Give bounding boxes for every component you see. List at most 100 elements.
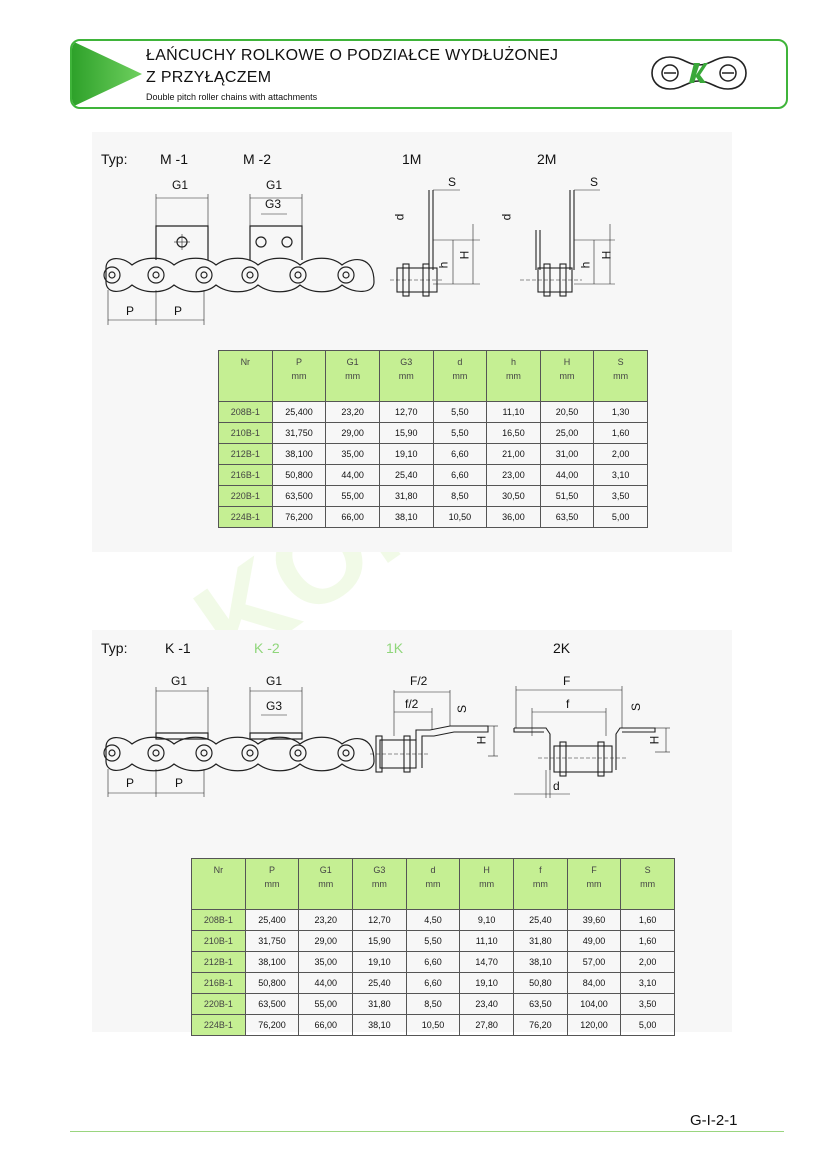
table-cell: 6,60 [405, 972, 461, 994]
table-cell: 38,10 [378, 506, 434, 528]
table-cell: 63,50 [539, 506, 595, 528]
cell-nr: 224B-1 [191, 1014, 246, 1036]
table-cell: 55,00 [325, 485, 380, 507]
table-cell: 15,90 [378, 422, 434, 444]
table-cell: 63,500 [244, 993, 300, 1015]
table-row: 216B-1 50,800 44,00 25,40 6,60 19,10 50,… [191, 972, 675, 994]
dim-s-2m: S [590, 175, 599, 189]
col-unit: mm [291, 371, 307, 381]
table-cell: 1,60 [593, 422, 648, 444]
table-cell: 55,00 [298, 993, 354, 1015]
cell-nr: 210B-1 [218, 422, 273, 444]
table-cell: 27,80 [459, 1014, 514, 1036]
cell-nr: 208B-1 [191, 909, 246, 931]
cell-nr: 216B-1 [218, 464, 273, 486]
dim-f: f [566, 697, 570, 711]
col-header: G3 [373, 865, 386, 875]
table-cell: 2,00 [593, 443, 648, 465]
col-header: G1 [319, 865, 332, 875]
table-cell: 76,200 [244, 1014, 300, 1036]
dim-g1-m1: G1 [172, 178, 189, 192]
table-cell: 6,60 [405, 951, 461, 973]
type-m1: M -1 [160, 151, 188, 167]
dim-d-2k: d [553, 779, 560, 793]
dim-p1-k: P [126, 776, 135, 790]
side-view-2k [513, 686, 670, 798]
table-cell: 25,00 [539, 422, 595, 444]
chain-link-logo [651, 56, 747, 90]
dim-p2: P [174, 304, 183, 318]
table-cell: 5,00 [620, 1014, 675, 1036]
table-cell: 39,60 [566, 909, 622, 931]
table-cell: 5,00 [593, 506, 648, 528]
col-unit: mm [452, 371, 468, 381]
cell-nr: 212B-1 [218, 443, 273, 465]
table-cell: 76,200 [271, 506, 327, 528]
col-unit: mm [532, 879, 548, 889]
table-cell: 20,50 [539, 401, 595, 423]
table-cell: 66,00 [325, 506, 380, 528]
side-view-1m [390, 189, 480, 297]
col-header: G3 [400, 357, 413, 367]
table-cell: 51,50 [539, 485, 595, 507]
cell-nr: 224B-1 [218, 506, 273, 528]
col-header: H [563, 357, 571, 367]
table-row: 216B-1 50,800 44,00 25,40 6,60 23,00 44,… [218, 464, 648, 486]
dim-g1-m2: G1 [266, 178, 283, 192]
table-cell: 31,750 [271, 422, 327, 444]
table-cell: 5,50 [432, 401, 488, 423]
cell-nr: 208B-1 [218, 401, 273, 423]
table-cell: 25,400 [244, 909, 300, 931]
page-header: ŁAŃCUCHY ROLKOWE O PODZIAŁCE WYDŁUŻONEJ … [70, 39, 788, 109]
dim-h-1m: h [436, 261, 451, 269]
col-header: f [539, 865, 542, 875]
col-unit: mm [398, 371, 414, 381]
col-unit: mm [318, 879, 334, 889]
table-row: 210B-1 31,750 29,00 15,90 5,50 11,10 31,… [191, 930, 675, 952]
table-cell: 3,10 [620, 972, 675, 994]
table-cell: 38,100 [244, 951, 300, 973]
dim-H-1k: H [474, 735, 489, 745]
table-cell: 31,80 [378, 485, 434, 507]
chain-k-drawing [103, 687, 375, 797]
table-cell: 1,30 [593, 401, 648, 423]
table-cell: 36,00 [486, 506, 541, 528]
table-cell: 49,00 [566, 930, 622, 952]
header-triangle-decoration [72, 41, 142, 107]
table-row: 212B-1 38,100 35,00 19,10 6,60 14,70 38,… [191, 951, 675, 973]
table-cell: 8,50 [405, 993, 461, 1015]
table-cell: 38,10 [352, 1014, 407, 1036]
col-unit: mm [640, 879, 656, 889]
table-cell: 3,50 [593, 485, 648, 507]
table-cell: 5,50 [405, 930, 461, 952]
dim-H-2m: H [599, 250, 614, 260]
cell-nr: 216B-1 [191, 972, 246, 994]
type-1m: 1M [402, 151, 422, 167]
table-cell: 21,00 [486, 443, 541, 465]
col-header: S [617, 357, 624, 367]
type-m2: M -2 [243, 151, 271, 167]
table-cell: 15,90 [352, 930, 407, 952]
cell-nr: 210B-1 [191, 930, 246, 952]
table-cell: 104,00 [566, 993, 622, 1015]
col-header: Nr [213, 865, 224, 875]
col-unit: mm [505, 371, 521, 381]
table-cell: 23,40 [459, 993, 514, 1015]
dim-d-1m: d [392, 213, 407, 221]
col-header: P [269, 865, 276, 875]
cell-nr: 220B-1 [218, 485, 273, 507]
table-cell: 10,50 [405, 1014, 461, 1036]
table-cell: 44,00 [325, 464, 380, 486]
table-cell: 10,50 [432, 506, 488, 528]
table-cell: 63,500 [271, 485, 327, 507]
col-header: S [644, 865, 651, 875]
table-cell: 35,00 [298, 951, 354, 973]
table-cell: 50,800 [271, 464, 327, 486]
dim-g3-m2: G3 [265, 197, 282, 211]
type-2k: 2K [553, 640, 571, 656]
page-number: G-I-2-1 [690, 1112, 738, 1129]
table-cell: 30,50 [486, 485, 541, 507]
